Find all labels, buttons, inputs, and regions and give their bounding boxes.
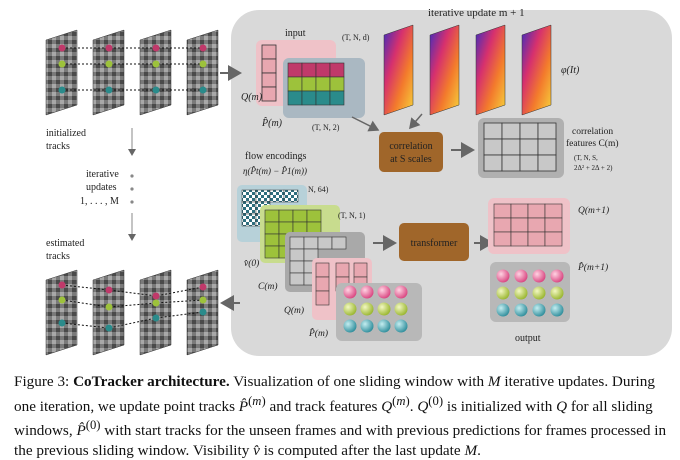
correlation-line1: correlation <box>389 141 432 152</box>
tn2-label: (T, N, 2) <box>312 123 340 132</box>
correlation-box <box>379 132 443 172</box>
figure-caption: Figure 3: CoTracker architecture. Visual… <box>14 373 667 459</box>
flow-enc-line1: flow encodings <box>245 151 306 162</box>
correlation-line2: at S scales <box>390 154 432 165</box>
tn1-label: (T, N, 1) <box>338 211 366 220</box>
q-out-grid <box>493 203 563 247</box>
p-label: P̂(m) <box>261 116 283 129</box>
p-grid <box>287 62 345 106</box>
flow-enc-line2: η(P̂t(m) − P̂1(m)) <box>243 166 307 176</box>
caption-fig-num: Figure 3: <box>14 373 70 390</box>
phi-label: φ(It) <box>561 65 580 76</box>
p-out-background <box>490 262 570 322</box>
p-out-balls <box>496 269 564 317</box>
tracks-label-1: tracks <box>46 141 70 152</box>
p2-balls <box>343 285 408 333</box>
p-out-label: P̂(m+1) <box>577 260 608 273</box>
transformer-box <box>399 223 469 261</box>
corr-features-line2: features C(m) <box>566 138 619 149</box>
corr-features-line4: 2Δ² + 2Δ + 2) <box>574 164 613 172</box>
q-out-label: Q(m+1) <box>578 205 609 216</box>
caption-text5: for all sliding windows, <box>14 397 653 440</box>
p2-label: P̂(m) <box>308 326 328 339</box>
tn64-label: (T, N, 64) <box>297 185 329 194</box>
updates-label: updates <box>86 182 117 193</box>
caption-text6: with start tracks for the unseen frames … <box>14 422 667 459</box>
tnd-label: (T, N, d) <box>342 33 370 42</box>
estimated-frames <box>45 269 219 356</box>
initialized-label: initialized <box>46 128 86 139</box>
q2-label: Q(m) <box>284 305 304 316</box>
corr-features-line3: (T, N, S, <box>574 154 598 162</box>
caption-text1: Visualization of one sliding window with <box>233 373 485 390</box>
caption-text7: is computed after the last update <box>263 441 461 459</box>
output-label: output <box>515 333 541 344</box>
c-label: C(m) <box>258 281 278 292</box>
v-label: v̂(0) <box>244 258 259 269</box>
transformer-label: transformer <box>411 238 458 249</box>
corr-features-grid <box>483 122 557 172</box>
q-stack <box>261 44 277 102</box>
input-label: input <box>285 28 306 39</box>
caption-title: CoTracker architecture. <box>73 373 230 390</box>
tracks-label-2: tracks <box>46 251 70 262</box>
caption-text2: iterative updates. During one iteration,… <box>14 373 655 415</box>
initialized-frames <box>45 29 219 116</box>
caption-text4: is initialized with <box>446 397 553 415</box>
caption-text3: and track features <box>269 397 378 415</box>
estimated-label: estimated <box>46 238 84 249</box>
feature-maps <box>383 24 552 116</box>
iterative-label: iterative <box>86 169 119 180</box>
q-label: Q(m) <box>241 92 263 103</box>
top-label: iterative update m + 1 <box>428 7 525 19</box>
range-label: 1, . . . , M <box>80 196 119 207</box>
corr-features-line1: correlation <box>572 127 613 137</box>
